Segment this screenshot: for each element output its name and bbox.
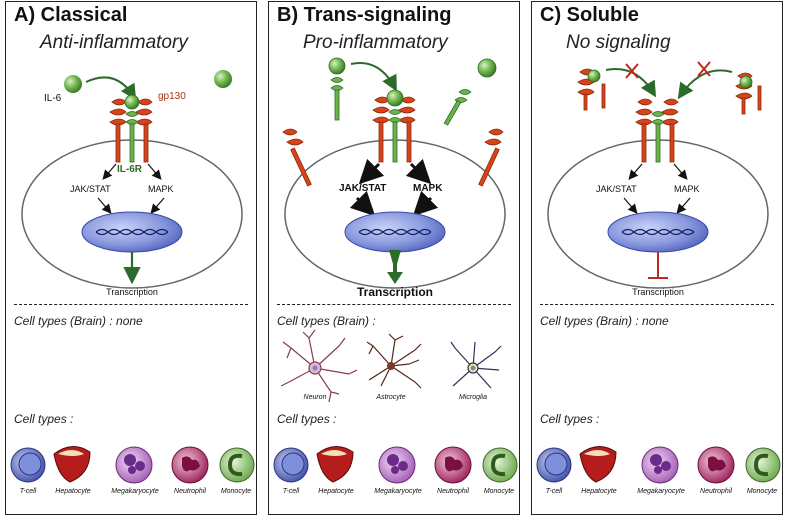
cell-name-megakaryocyte: Megakaryocyte	[111, 488, 159, 495]
cell-types-row	[536, 446, 781, 484]
jak-stat-label: JAK/STAT	[70, 184, 111, 194]
transcription-label: Transcription	[106, 287, 158, 297]
cell-name-tcell: T-cell	[19, 488, 37, 495]
divider	[540, 304, 774, 305]
mapk-label: MAPK	[148, 184, 174, 194]
cell-name-monocyte: Monocyte	[746, 488, 778, 495]
cell-types-row	[273, 446, 518, 484]
jak-stat-label: JAK/STAT	[339, 183, 387, 194]
panel-title: A) Classical	[14, 4, 128, 26]
astrocyte-icon	[366, 333, 422, 389]
microglia-icon	[450, 341, 502, 389]
jak-stat-label: JAK/STAT	[596, 184, 637, 194]
hepatocyte-icon	[316, 446, 354, 483]
cell-name-neutrophil: Neutrophil	[700, 488, 732, 495]
signaling-diagram	[547, 61, 769, 289]
cell-name-tcell: T-cell	[545, 488, 563, 495]
brain-cell-name-microglia: Microglia	[458, 394, 487, 401]
hepatocyte-icon	[53, 446, 91, 483]
cell-name-hepatocyte: Hepatocyte	[581, 488, 617, 495]
soluble-gp130-complex	[577, 68, 606, 111]
t-cell-icon	[536, 447, 572, 483]
cell-types-heading: Cell types :	[277, 412, 337, 426]
gp130-receptor	[635, 98, 679, 163]
transcription-label: Transcription	[356, 285, 433, 299]
il6-sil6r-complex	[328, 57, 346, 121]
brain-cell-types: Cell types (Brain) : none	[540, 314, 669, 328]
panel-subtitle: Anti-inflammatory	[40, 32, 188, 53]
panel-classical: A) Classical Anti-inflammatory	[5, 1, 257, 515]
cell-name-hepatocyte: Hepatocyte	[55, 488, 91, 495]
monocyte-icon	[745, 447, 781, 483]
neutrophil-icon	[171, 446, 209, 484]
panel-title: C) Soluble	[540, 4, 639, 26]
cell-name-neutrophil: Neutrophil	[174, 488, 206, 495]
transcription-label: Transcription	[632, 287, 684, 297]
divider	[277, 304, 511, 305]
cell-name-hepatocyte: Hepatocyte	[318, 488, 354, 495]
cell-name-tcell: T-cell	[282, 488, 300, 495]
inhibition-line	[648, 252, 668, 279]
il6r-label: IL-6R	[117, 164, 142, 175]
cell-name-monocyte: Monocyte	[220, 488, 252, 495]
panel-subtitle: Pro-inflammatory	[303, 32, 448, 53]
block-cross-icon	[625, 61, 711, 79]
panel-title: B) Trans-signaling	[277, 4, 452, 26]
hepatocyte-icon	[579, 446, 617, 483]
monocyte-icon	[219, 447, 255, 483]
megakaryocyte-icon	[378, 446, 416, 484]
neutrophil-icon	[434, 446, 472, 484]
t-cell-icon	[10, 447, 46, 483]
mapk-label: MAPK	[674, 184, 700, 194]
brain-cell-types: Cell types (Brain) :	[277, 314, 376, 328]
brain-cell-name-neuron: Neuron	[303, 394, 327, 401]
divider	[14, 304, 248, 305]
brain-cell-name-astrocyte: Astrocyte	[376, 394, 406, 401]
il6-ligand	[214, 70, 232, 88]
cell-types-heading: Cell types :	[14, 412, 74, 426]
cell-name-neutrophil: Neutrophil	[437, 488, 469, 495]
neuron-icon	[280, 329, 358, 403]
signaling-diagram	[282, 57, 506, 289]
cell-name-megakaryocyte: Megakaryocyte	[374, 488, 422, 495]
il6r-receptor	[651, 111, 665, 163]
brain-cells-row	[280, 329, 502, 403]
il6-label: IL-6	[44, 93, 62, 104]
cell-types-heading: Cell types :	[540, 412, 600, 426]
monocyte-icon	[482, 447, 518, 483]
il6-sil6r-complex	[443, 58, 497, 126]
t-cell-icon	[273, 447, 309, 483]
panel-subtitle: No signaling	[566, 32, 671, 53]
cell-name-megakaryocyte: Megakaryocyte	[637, 488, 685, 495]
panel-trans-signaling: B) Trans-signaling Pro-inflammatory	[268, 1, 520, 515]
cell-name-monocyte: Monocyte	[483, 488, 515, 495]
signaling-diagram	[21, 70, 243, 289]
megakaryocyte-icon	[641, 446, 679, 484]
il6-ligand	[64, 75, 82, 93]
gp130-label: gp130	[158, 91, 186, 102]
panel-soluble: C) Soluble No signaling	[531, 1, 783, 515]
soluble-gp130-complex	[735, 72, 762, 115]
cell-types-row	[10, 446, 255, 484]
il6r-receptor	[124, 94, 140, 163]
brain-cell-types: Cell types (Brain) : none	[14, 314, 143, 328]
megakaryocyte-icon	[115, 446, 153, 484]
mapk-label: MAPK	[413, 183, 443, 194]
neutrophil-icon	[697, 446, 735, 484]
sil6r-bound	[386, 89, 404, 163]
